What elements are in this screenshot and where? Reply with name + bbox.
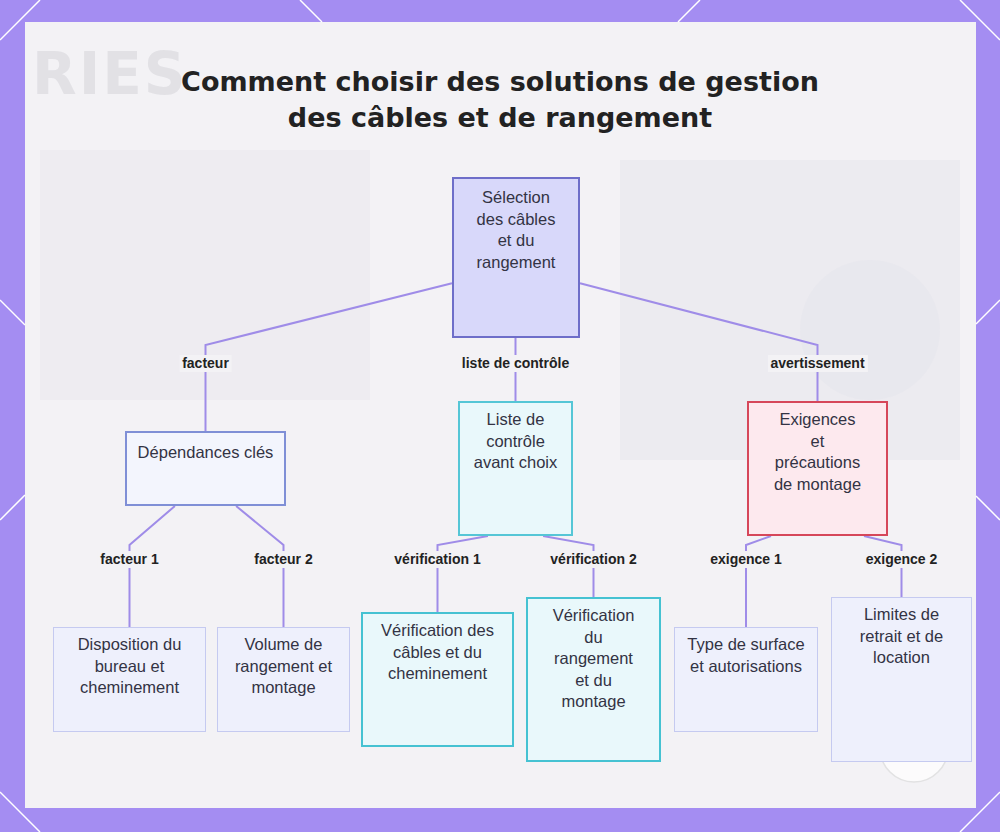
connector-line xyxy=(206,283,453,431)
edge-label: exigence 1 xyxy=(707,551,785,568)
box-text: Dépendances clés xyxy=(137,442,274,464)
edge-label: vérification 2 xyxy=(547,551,639,568)
edge-label: avertissement xyxy=(767,355,867,372)
edge-label: facteur 1 xyxy=(97,551,161,568)
blurred-background xyxy=(800,260,940,400)
blurred-background xyxy=(40,150,370,400)
edge-label: facteur xyxy=(179,355,232,372)
box-text: Limites de retrait et de location xyxy=(854,604,949,669)
diagram-title: Comment choisir des solutions de gestion… xyxy=(150,64,850,136)
watermark-text: RIES xyxy=(32,40,188,108)
box-text: Vérification des câbles et du cheminemen… xyxy=(375,620,500,685)
process-box: Limites de retrait et de location xyxy=(831,597,972,762)
box-text: Sélection des câbles et du rangement xyxy=(468,187,564,273)
process-box: Dépendances clés xyxy=(125,431,286,506)
process-box: Volume de rangement et montage xyxy=(217,627,350,732)
process-box: Sélection des câbles et du rangement xyxy=(452,177,580,338)
connector-line xyxy=(580,283,818,401)
box-text: Exigences et précautions de montage xyxy=(771,409,864,495)
process-box: Vérification du rangement et du montage xyxy=(526,597,661,762)
box-text: Type de surface et autorisations xyxy=(687,634,805,677)
box-text: Disposition du bureau et cheminement xyxy=(64,634,195,699)
process-box: Liste de contrôle avant choix xyxy=(458,401,573,536)
box-text: Vérification du rangement et du montage xyxy=(546,605,641,713)
process-box: Disposition du bureau et cheminement xyxy=(53,627,206,732)
edge-label: liste de contrôle xyxy=(459,355,572,372)
box-text: Volume de rangement et montage xyxy=(232,634,335,699)
edge-label: facteur 2 xyxy=(251,551,315,568)
connector-line xyxy=(438,536,488,612)
inner-panel xyxy=(25,22,976,808)
edge-label: exigence 2 xyxy=(863,551,941,568)
process-box: Vérification des câbles et du cheminemen… xyxy=(361,612,514,747)
connector-line xyxy=(746,536,771,627)
box-text: Liste de contrôle avant choix xyxy=(472,409,559,474)
process-box: Type de surface et autorisations xyxy=(674,627,818,732)
edge-label: vérification 1 xyxy=(391,551,483,568)
process-box: Exigences et précautions de montage xyxy=(747,401,888,536)
